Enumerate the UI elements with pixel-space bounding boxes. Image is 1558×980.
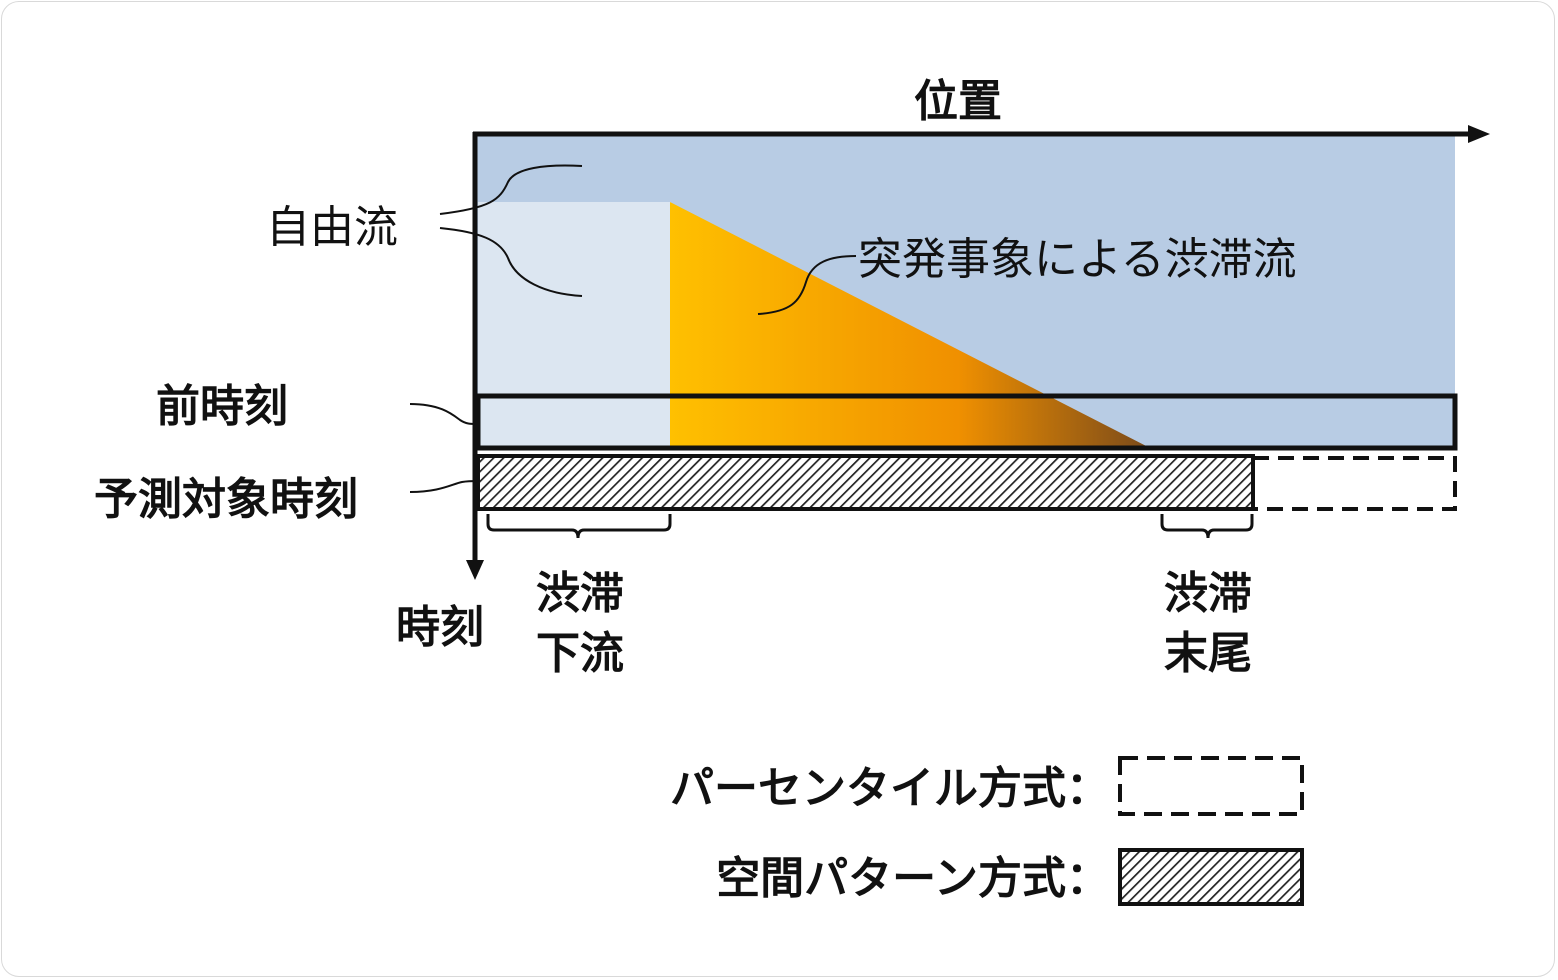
congestion-tail-label-line1: 渋滞 — [1164, 568, 1252, 619]
previous-time-box — [475, 393, 1458, 451]
position-axis-label: 位置 — [914, 76, 1002, 127]
free-flow-leader-lower — [439, 227, 583, 297]
legend-spatial-pattern-swatch — [1118, 848, 1304, 906]
previous-time-label: 前時刻 — [156, 381, 288, 432]
time-axis-label: 時刻 — [396, 602, 484, 653]
free-flow-downstream-region — [478, 202, 671, 448]
target-time-leader — [409, 480, 479, 493]
legend-spatial-pattern-label: 空間パターン方式： — [716, 853, 1110, 904]
congestion-downstream-brace — [486, 514, 672, 539]
free-flow-leader-upper — [439, 164, 583, 215]
incident-congestion-leader — [757, 255, 857, 315]
congestion-downstream-label-line1: 渋滞 — [536, 568, 624, 619]
legend-percentile-swatch — [1118, 756, 1304, 816]
target-time-spatial-pattern-bar — [476, 454, 1255, 511]
previous-time-leader — [409, 403, 479, 425]
target-time-percentile-bar — [1253, 456, 1457, 511]
congestion-tail-brace — [1160, 514, 1254, 539]
position-axis-arrowhead — [1468, 125, 1490, 143]
free-flow-label: 自由流 — [266, 202, 398, 253]
time-axis-arrowhead — [466, 560, 484, 580]
legend-percentile-label: パーセンタイル方式： — [670, 763, 1110, 814]
congestion-tail-label-line2: 末尾 — [1164, 628, 1252, 679]
target-time-label: 予測対象時刻 — [94, 474, 358, 525]
congestion-downstream-label-line2: 下流 — [536, 628, 624, 679]
incident-congestion-label: 突発事象による渋滞流 — [858, 234, 1297, 285]
incident-congestion-region — [670, 202, 1150, 448]
